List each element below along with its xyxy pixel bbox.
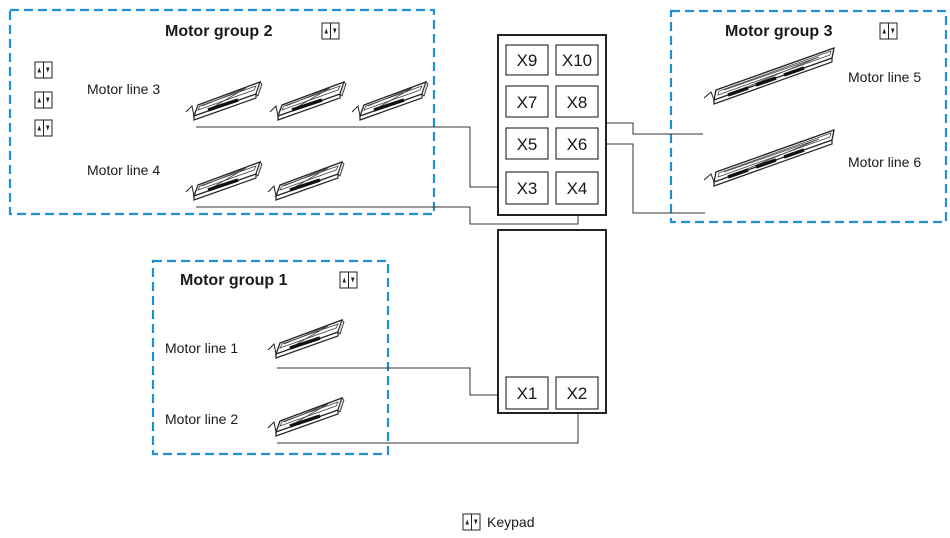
svg-text:X5: X5 <box>517 135 538 154</box>
window-motor-icon <box>266 318 346 360</box>
svg-text:X6: X6 <box>567 135 588 154</box>
motor-line-5-label: Motor line 5 <box>848 69 921 85</box>
svg-text:X7: X7 <box>517 93 538 112</box>
svg-text:X10: X10 <box>562 51 592 70</box>
wire-line-3 <box>196 126 506 188</box>
keypad-icon <box>34 119 53 137</box>
keypad-icon <box>34 61 53 79</box>
svg-text:X9: X9 <box>517 51 538 70</box>
window-motor-icon <box>268 80 348 122</box>
wire-line-4 <box>196 205 579 225</box>
keypad-icon <box>879 22 898 40</box>
window-motor-icon <box>184 80 264 122</box>
terminal-x1: X1 <box>505 376 549 410</box>
motor-group-3-box <box>669 9 948 224</box>
window-motor-icon <box>184 160 264 202</box>
window-motor-icon <box>702 128 836 188</box>
terminal-x9: X9 <box>505 44 549 76</box>
keypad-icon <box>339 271 358 289</box>
motor-line-3-label: Motor line 3 <box>87 81 160 97</box>
motor-group-1-title: Motor group 1 <box>180 272 288 289</box>
window-motor-icon <box>266 160 346 202</box>
terminal-x7: X7 <box>505 85 549 118</box>
svg-text:X1: X1 <box>517 384 538 403</box>
svg-text:X2: X2 <box>567 384 588 403</box>
terminal-x10: X10 <box>555 44 599 76</box>
keypad-icon <box>34 91 53 109</box>
svg-text:X8: X8 <box>567 93 588 112</box>
window-motor-icon <box>266 396 346 438</box>
legend: Keypad <box>462 513 534 531</box>
motor-line-6-label: Motor line 6 <box>848 154 921 170</box>
motor-group-1-box <box>151 259 390 456</box>
motor-group-2-box <box>8 8 436 216</box>
terminal-x3: X3 <box>505 171 549 205</box>
terminal-x2: X2 <box>555 376 599 410</box>
terminal-x8: X8 <box>555 85 599 118</box>
terminal-x4: X4 <box>555 171 599 205</box>
terminal-x6: X6 <box>555 127 599 160</box>
motor-group-2-title: Motor group 2 <box>165 23 273 40</box>
keypad-icon <box>321 22 340 40</box>
keypad-icon <box>462 513 481 531</box>
legend-label: Keypad <box>487 514 534 530</box>
wire-line-2 <box>277 413 579 444</box>
motor-group-3-title: Motor group 3 <box>725 23 833 40</box>
motor-line-4-label: Motor line 4 <box>87 162 160 178</box>
window-motor-icon <box>350 80 430 122</box>
wire-line-6 <box>598 143 705 214</box>
window-motor-icon <box>702 46 836 106</box>
terminal-x5: X5 <box>505 127 549 160</box>
wire-line-1 <box>277 367 506 396</box>
motor-line-1-label: Motor line 1 <box>165 340 238 356</box>
svg-text:X4: X4 <box>567 179 588 198</box>
motor-line-2-label: Motor line 2 <box>165 411 238 427</box>
svg-text:X3: X3 <box>517 179 538 198</box>
